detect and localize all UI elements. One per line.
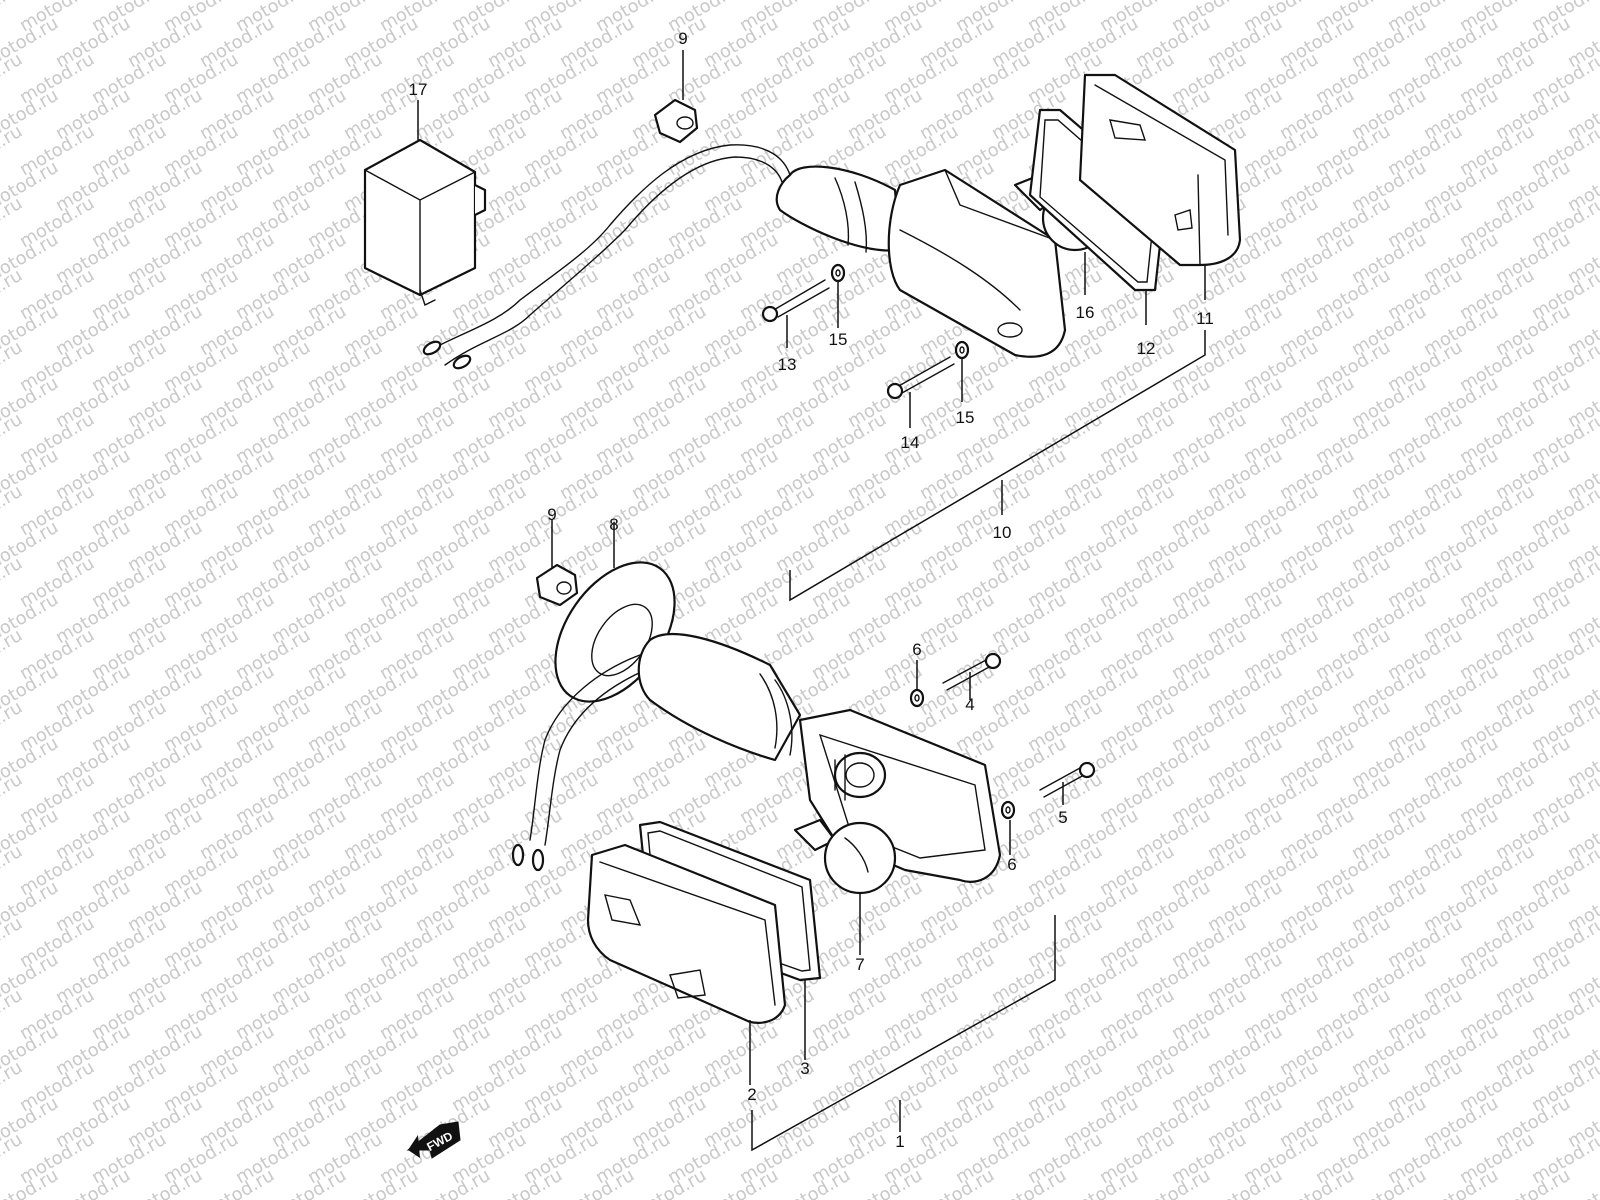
callout-12: 12 bbox=[1137, 339, 1156, 358]
lower-signal-stem bbox=[637, 632, 802, 762]
lower-washer-6a bbox=[909, 688, 925, 708]
callout-10: 10 bbox=[993, 523, 1012, 542]
upper-lens bbox=[1078, 73, 1242, 267]
callout-17: 17 bbox=[409, 80, 428, 99]
callout-labels: 17 9 13 15 14 15 16 12 11 10 9 8 6 4 5 6… bbox=[409, 29, 1214, 1151]
fwd-arrow-icon: FWD bbox=[406, 1121, 461, 1159]
callout-6-lower-a: 6 bbox=[912, 640, 921, 659]
upper-signal-housing bbox=[775, 165, 1067, 358]
callout-15-upper-a: 15 bbox=[829, 330, 848, 349]
callout-6-lower-b: 6 bbox=[1007, 855, 1016, 874]
upper-screw-13 bbox=[761, 279, 830, 323]
callout-11: 11 bbox=[1196, 309, 1214, 328]
lower-turn-signal-assembly bbox=[511, 561, 1096, 1024]
callout-9-lower: 9 bbox=[547, 505, 556, 524]
leader-lines bbox=[417, 50, 1206, 1152]
callout-13: 13 bbox=[778, 355, 797, 374]
upper-screw-14 bbox=[886, 356, 955, 400]
upper-wire bbox=[422, 144, 791, 370]
upper-washer-15b bbox=[954, 340, 970, 360]
callout-14: 14 bbox=[901, 433, 920, 452]
callout-2: 2 bbox=[747, 1085, 756, 1104]
lower-bulb bbox=[793, 818, 897, 895]
upper-gasket bbox=[1028, 108, 1167, 292]
callout-5: 5 bbox=[1058, 808, 1067, 827]
lower-screw-4 bbox=[942, 652, 1002, 691]
upper-turn-signal-assembly bbox=[363, 73, 1242, 400]
callout-8: 8 bbox=[609, 515, 618, 534]
callout-7: 7 bbox=[855, 955, 864, 974]
upper-grommet bbox=[653, 98, 699, 144]
callout-15-upper-b: 15 bbox=[956, 408, 975, 427]
callout-16: 16 bbox=[1076, 303, 1095, 322]
callout-1: 1 bbox=[895, 1132, 904, 1151]
relay-unit bbox=[363, 138, 487, 306]
callout-4: 4 bbox=[965, 695, 974, 714]
lower-grommet bbox=[535, 563, 579, 607]
callout-9-upper: 9 bbox=[678, 29, 687, 48]
upper-washer-15a bbox=[830, 263, 846, 283]
lower-screw-5 bbox=[1039, 761, 1096, 798]
callout-3: 3 bbox=[800, 1059, 809, 1078]
lower-washer-6b bbox=[1000, 800, 1016, 820]
lower-wire bbox=[511, 654, 651, 872]
